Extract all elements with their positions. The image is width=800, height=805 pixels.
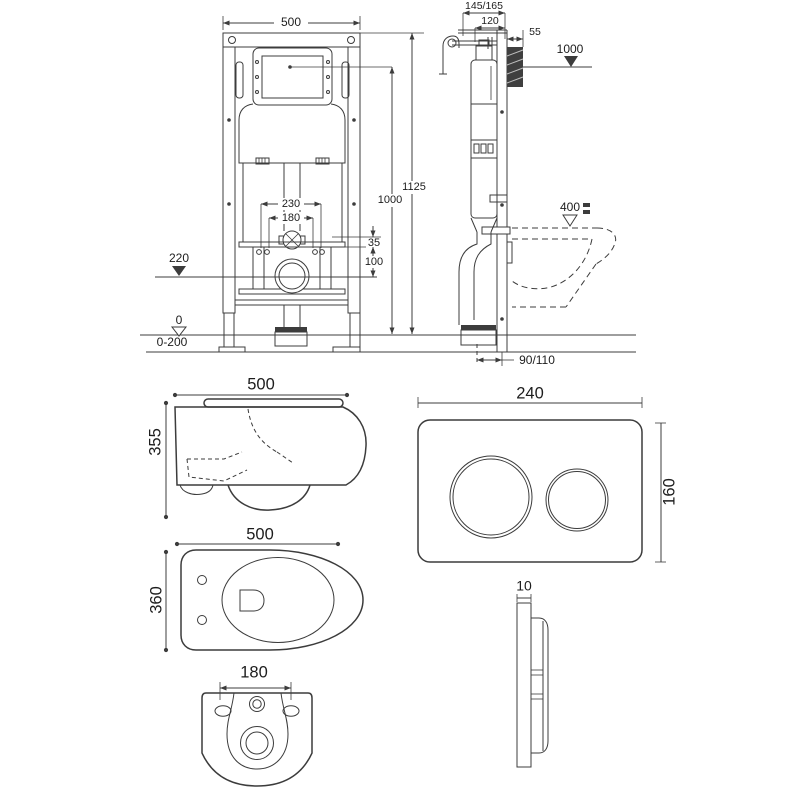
panel-thickness-label: 55 [529, 26, 541, 38]
outlet-offset-label: 90/110 [519, 353, 555, 367]
pan-top-dimensions: 500 360 [147, 525, 341, 653]
pan-rear-structure [201, 692, 313, 787]
floor-lines [140, 334, 636, 353]
frame-depth-label: 120 [481, 15, 499, 27]
frame-side-dimensions: 145/165 120 55 1000 400 90 [462, 0, 592, 367]
rear-bolt-spacing-label: 180 [240, 663, 268, 681]
side-actuator-height-label: 1000 [557, 42, 584, 56]
plate-side-structure [516, 602, 549, 768]
pan-rear-dimensions: 180 [219, 663, 292, 700]
frame-total-height-label: 1125 [402, 181, 426, 193]
pan-length-label: 500 [247, 375, 275, 393]
seat-height-reference-icon [583, 203, 590, 214]
frame-front-structure [218, 32, 361, 353]
pan-top-length-label: 500 [246, 525, 274, 543]
plate-width-label: 240 [516, 384, 544, 402]
depth-options-label: 145/165 [465, 0, 503, 12]
offset-100-label: 100 [365, 256, 383, 268]
bolt-spacing-inner-label: 180 [282, 212, 300, 224]
wall-section-hatch [506, 47, 524, 87]
plate-side-dimensions: 10 [516, 578, 532, 602]
pan-rear-view: 180 [201, 663, 313, 787]
frame-width-label: 500 [281, 15, 301, 29]
level-220-label: 220 [169, 251, 189, 265]
flush-plate-structure [417, 419, 643, 563]
pan-top-width-label: 360 [147, 586, 165, 614]
bolt-spacing-outer-label: 230 [282, 198, 300, 210]
frame-side-view: 145/165 120 55 1000 400 90 [439, 0, 617, 367]
pan-dashed-outline [511, 227, 617, 308]
frame-front-dimensions: 500 1125 1000 230 180 [155, 15, 430, 349]
plate-height-label: 160 [660, 478, 678, 506]
pan-side-structure [174, 398, 367, 511]
frame-actuator-height-label: 1000 [378, 194, 402, 206]
flush-plate-side-view: 10 [516, 578, 549, 768]
pan-top-structure [180, 549, 364, 651]
frame-front-view: 500 1125 1000 230 180 [155, 15, 430, 353]
flush-plate-front-view: 240 160 [417, 384, 678, 563]
level-0-label: 0 [176, 313, 183, 327]
plate-thickness-label: 10 [516, 578, 532, 594]
offset-35-label: 35 [368, 237, 380, 249]
pan-side-view: 500 355 [146, 375, 367, 520]
pan-height-label: 355 [146, 428, 164, 456]
flush-plate-dimensions: 240 160 [417, 384, 678, 563]
floor-adjust-range-label: 0-200 [157, 335, 188, 349]
bowl-height-label: 400 [560, 200, 580, 214]
pan-top-view: 500 360 [147, 525, 364, 653]
frame-side-structure [439, 29, 524, 352]
pan-side-dimensions: 500 355 [146, 375, 350, 520]
